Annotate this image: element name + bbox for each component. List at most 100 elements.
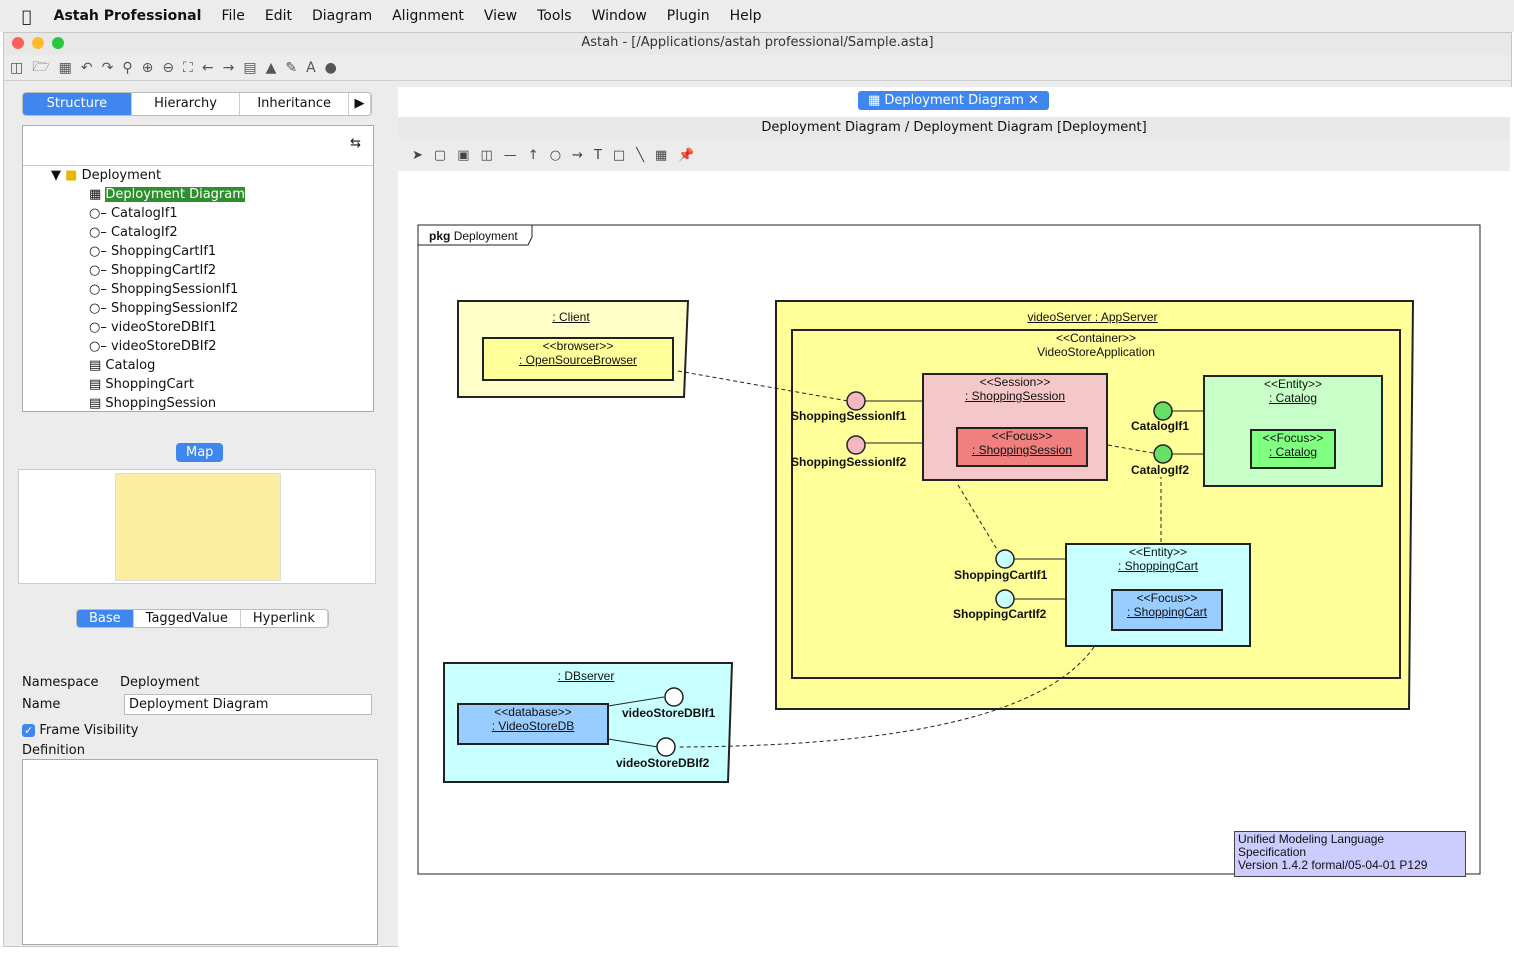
tree-folder-label: Deployment <box>81 168 162 183</box>
fit-icon[interactable]: ⛶ <box>183 59 193 76</box>
name-field[interactable]: Deployment Diagram <box>124 694 372 715</box>
node-instance-icon[interactable]: ▣ <box>457 147 470 163</box>
tree-item[interactable]: ○– ShoppingCartIf2 <box>27 261 373 280</box>
zoom-out-icon[interactable]: ⊖ <box>162 59 175 76</box>
catalog-name: : Catalog <box>1268 391 1318 405</box>
back-icon[interactable]: ← <box>201 59 214 76</box>
tree-item[interactable]: ○– ShoppingSessionIf2 <box>27 299 373 318</box>
pkg-keyword: pkg <box>429 229 451 243</box>
line-tool-icon[interactable]: ╲ <box>636 147 645 163</box>
image-icon[interactable]: ▦ <box>655 147 668 163</box>
menu-tools[interactable]: Tools <box>527 8 572 24</box>
map-label[interactable]: Map <box>176 443 224 462</box>
new-file-icon[interactable]: ◫ <box>10 59 24 76</box>
menu-plugin[interactable]: Plugin <box>657 8 710 24</box>
cart-focus[interactable]: <<Focus>>: ShoppingCart <box>1111 589 1223 631</box>
tree-item[interactable]: ▦ Deployment Diagram <box>27 185 373 204</box>
expand-icon[interactable]: ▼ <box>51 168 61 183</box>
ssif2-label: ShoppingSessionIf2 <box>791 455 907 469</box>
redo-icon[interactable]: ↷ <box>101 59 114 76</box>
frame-visibility-checkbox[interactable]: ✓ Frame Visibility <box>22 723 138 738</box>
find-icon[interactable]: ⚲ <box>122 59 133 76</box>
dbserver-node-label: : DBserver <box>557 669 615 683</box>
interface-icon[interactable]: ○ <box>549 147 562 163</box>
db-name: : VideoStoreDB <box>491 719 575 733</box>
tree-item[interactable]: ▤ ShoppingSession <box>27 394 373 413</box>
tab-hyperlink[interactable]: Hyperlink <box>241 610 328 627</box>
tree-item[interactable]: ○– ShoppingCartIf1 <box>27 242 373 261</box>
map-thumbnail[interactable] <box>115 473 281 581</box>
folder-icon: ■ <box>65 168 78 183</box>
sync-icon[interactable]: ⇆ <box>350 136 361 151</box>
font-color-icon[interactable]: A <box>306 59 316 76</box>
tree-item[interactable]: ▤ Catalog <box>27 356 373 375</box>
select-icon[interactable]: ➤ <box>412 147 423 163</box>
style-icon[interactable]: ● <box>324 59 337 76</box>
realization-icon[interactable]: ⇝ <box>572 147 583 163</box>
note-line2: Specification <box>1238 845 1307 859</box>
menu-alignment[interactable]: Alignment <box>382 8 464 24</box>
tree-item[interactable]: ○– ShoppingSessionIf1 <box>27 280 373 299</box>
rect-icon[interactable]: □ <box>612 147 626 163</box>
tab-hierarchy[interactable]: Hierarchy <box>132 93 241 115</box>
tab-taggedvalue[interactable]: TaggedValue <box>134 610 241 627</box>
menu-bar:  Astah Professional File Edit Diagram A… <box>0 0 1514 32</box>
pin-icon[interactable]: 📌 <box>678 147 695 163</box>
menu-edit[interactable]: Edit <box>255 8 292 24</box>
browser-stereotype: <<browser>> <box>542 339 614 353</box>
menu-app[interactable]: Astah Professional <box>44 8 202 24</box>
pkg-label: pkg Deployment <box>429 229 518 243</box>
tree-folder[interactable]: ▼ ■ Deployment <box>27 166 373 185</box>
text-icon[interactable]: T <box>593 147 602 163</box>
menu-file[interactable]: File <box>211 8 244 24</box>
client-node-label: : Client <box>552 310 590 324</box>
catif2-label: CatalogIf2 <box>1131 463 1190 477</box>
diagram-panel: ▦ Deployment Diagram ✕ Deployment Diagra… <box>398 87 1512 947</box>
tree-item-label: ShoppingSessionIf1 <box>110 282 239 297</box>
apple-icon[interactable]:  <box>22 7 32 26</box>
tree-item[interactable]: ○– CatalogIf2 <box>27 223 373 242</box>
align-icon[interactable]: ▤ <box>243 59 257 76</box>
tab-base[interactable]: Base <box>77 610 134 627</box>
menu-window[interactable]: Window <box>581 8 647 24</box>
menu-view[interactable]: View <box>474 8 517 24</box>
note-line1: Unified Modeling Language <box>1238 832 1385 846</box>
diagram-toolbar: ➤ ▢ ▣ ◫ — ↑ ○ ⇝ T □ ╲ ▦ 📌 <box>398 139 1510 171</box>
close-button[interactable] <box>12 37 24 49</box>
tab-inheritance[interactable]: Inheritance <box>240 93 350 115</box>
tree-item[interactable]: ○– CatalogIf1 <box>27 204 373 223</box>
minimize-button[interactable] <box>32 37 44 49</box>
zoom-button[interactable] <box>52 37 64 49</box>
tab-deployment-diagram[interactable]: ▦ Deployment Diagram ✕ <box>858 91 1049 110</box>
browser-component[interactable]: <<browser>>: OpenSourceBrowser <box>482 337 674 381</box>
component-icon[interactable]: ◫ <box>480 147 493 163</box>
catalog-focus[interactable]: <<Focus>>: Catalog <box>1250 429 1336 469</box>
tree-item[interactable]: ○– videoStoreDBIf1 <box>27 318 373 337</box>
tree-item-label: ShoppingCartIf2 <box>110 263 217 278</box>
menu-help[interactable]: Help <box>720 8 762 24</box>
tab-structure[interactable]: Structure <box>23 93 132 115</box>
zoom-in-icon[interactable]: ⊕ <box>141 59 154 76</box>
node-icon[interactable]: ▢ <box>433 147 447 163</box>
tree-item[interactable]: ▤ ShoppingCart <box>27 375 373 394</box>
session-focus[interactable]: <<Focus>>: ShoppingSession <box>956 427 1088 467</box>
db-component[interactable]: <<database>>: VideoStoreDB <box>457 703 609 745</box>
undo-icon[interactable]: ↶ <box>80 59 93 76</box>
fill-color-icon[interactable]: ▲ <box>265 59 277 76</box>
tab-more-icon[interactable]: ▶ <box>349 93 371 115</box>
open-icon[interactable]: 🗁 <box>32 58 50 75</box>
tree-item[interactable]: ○– videoStoreDBIf2 <box>27 337 373 356</box>
menu-diagram[interactable]: Diagram <box>302 8 372 24</box>
line-icon[interactable]: — <box>503 147 517 163</box>
dependency-icon[interactable]: ↑ <box>527 147 539 163</box>
forward-icon[interactable]: → <box>222 59 235 76</box>
line-color-icon[interactable]: ✎ <box>285 59 298 76</box>
save-icon[interactable]: ▦ <box>58 59 72 76</box>
tree-item-label: videoStoreDBIf1 <box>110 320 217 335</box>
catalog-focus-stereotype: <<Focus>> <box>1262 431 1324 445</box>
tree-item-label: ShoppingSessionIf2 <box>110 301 239 316</box>
diagram-canvas[interactable]: pkg Deployment : Client <<browser>>: Ope… <box>398 171 1503 931</box>
definition-textarea[interactable] <box>22 759 378 945</box>
container-component[interactable]: <<Container>>VideoStoreApplication <box>791 329 1401 679</box>
